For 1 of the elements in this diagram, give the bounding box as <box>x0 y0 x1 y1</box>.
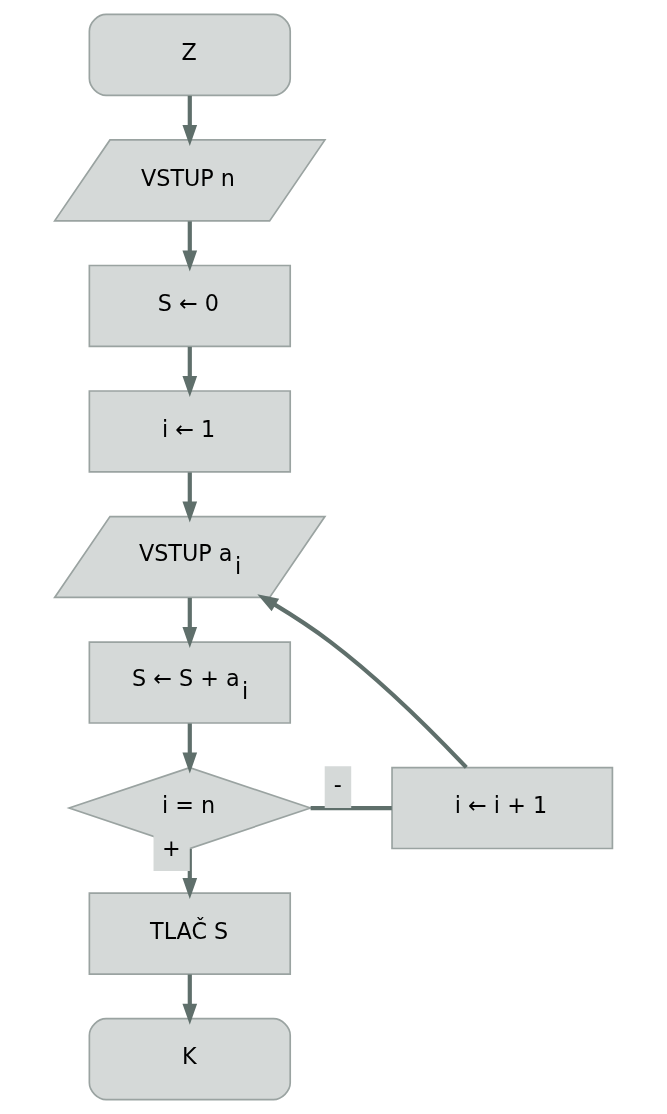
edge-label: - <box>333 771 342 798</box>
